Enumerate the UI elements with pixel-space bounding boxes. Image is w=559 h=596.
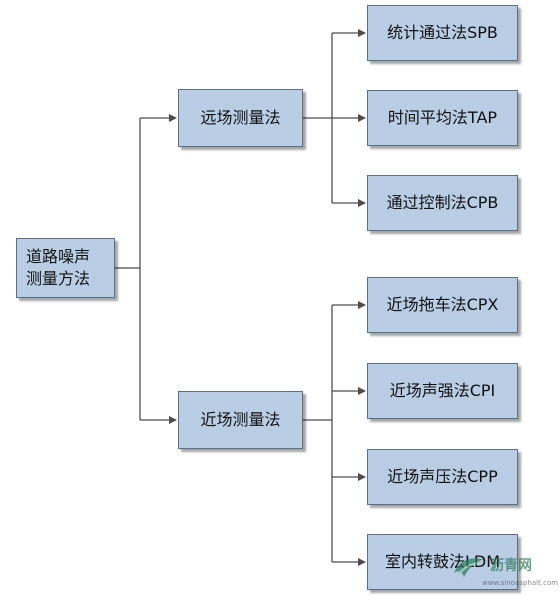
- method-label-spb: 统计通过法SPB: [387, 23, 498, 42]
- connector-far-trunk: [303, 33, 333, 203]
- method-label-tap: 时间平均法TAP: [387, 108, 498, 127]
- method-node-cpb: 通过控制法CPB: [367, 175, 518, 231]
- watermark-url: www.sinoasphalt.com: [482, 579, 559, 587]
- method-label-cpx: 近场拖车法CPX: [386, 295, 499, 314]
- connector-near-trunk: [303, 305, 333, 562]
- connector-root-trunk: [115, 118, 141, 420]
- near-field-label: 近场测量法: [200, 410, 281, 429]
- watermark-title: 沥青网: [490, 558, 532, 574]
- root-label-line2: 测量方法: [26, 269, 91, 288]
- method-node-spb: 统计通过法SPB: [367, 5, 518, 61]
- near-field-node: 近场测量法: [178, 391, 303, 449]
- method-node-cpx: 近场拖车法CPX: [367, 277, 518, 333]
- far-field-label: 远场测量法: [200, 108, 281, 127]
- watermark: 沥青网 www.sinoasphalt.com: [452, 555, 559, 593]
- method-node-tap: 时间平均法TAP: [367, 90, 518, 146]
- method-label-cpb: 通过控制法CPB: [386, 193, 499, 212]
- root-node: 道路噪声 测量方法: [16, 238, 115, 298]
- method-label-cpi: 近场声强法CPI: [389, 381, 496, 400]
- method-label-cpp: 近场声压法CPP: [387, 467, 498, 486]
- method-node-cpp: 近场声压法CPP: [367, 449, 518, 505]
- far-field-node: 远场测量法: [178, 89, 303, 147]
- root-label-line1: 道路噪声: [26, 247, 91, 266]
- watermark-logo-icon: [454, 558, 484, 577]
- method-node-cpi: 近场声强法CPI: [367, 363, 518, 419]
- method-node-ldm: 室内转鼓法LDM: [367, 534, 518, 590]
